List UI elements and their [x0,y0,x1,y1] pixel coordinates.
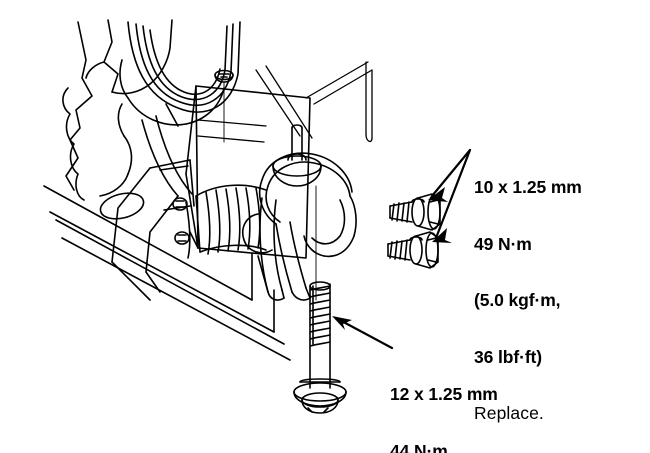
vehicle-frame-rail [43,185,291,361]
callout-upper-line-3: (5.0 kgf·m, [474,290,561,311]
arrow-heads [332,187,452,330]
flange-bolt-lower [387,231,439,269]
callout-lower-line-2: 44 N·m [390,440,448,453]
long-flange-through-bolt [293,281,347,414]
transmission-housing [111,103,195,301]
corrugated-rubber-boot [185,184,267,259]
engine-body-outline [65,19,173,191]
arrow-line-upper-1 [430,148,472,198]
callout-upper-torque-spec: 10 x 1.25 mm 49 N·m (5.0 kgf·m, 36 lbf·f… [474,142,582,453]
arrow-line-lower [334,316,394,350]
plate-fasteners [172,197,190,245]
casting-outline [62,87,145,220]
coolant-hose [119,21,241,126]
callout-upper-replace-note: Replace. [474,403,544,424]
callout-upper-line-1: 10 x 1.25 mm [474,177,582,198]
callout-lower-torque-spec: 12 x 1.25 mm 44 N·m (4.5 kgf·m, 33 lbf·f… [390,349,549,453]
callout-lower-line-1: 12 x 1.25 mm [390,384,498,405]
leader-arrows [334,148,472,350]
arrow-line-upper-2 [434,148,472,240]
background-structure-lines [197,61,373,143]
engine-mount-bracket [242,124,357,301]
callout-upper-line-4: 36 lbf·ft) [474,346,543,367]
callout-upper-line-2: 49 N·m [474,233,532,254]
